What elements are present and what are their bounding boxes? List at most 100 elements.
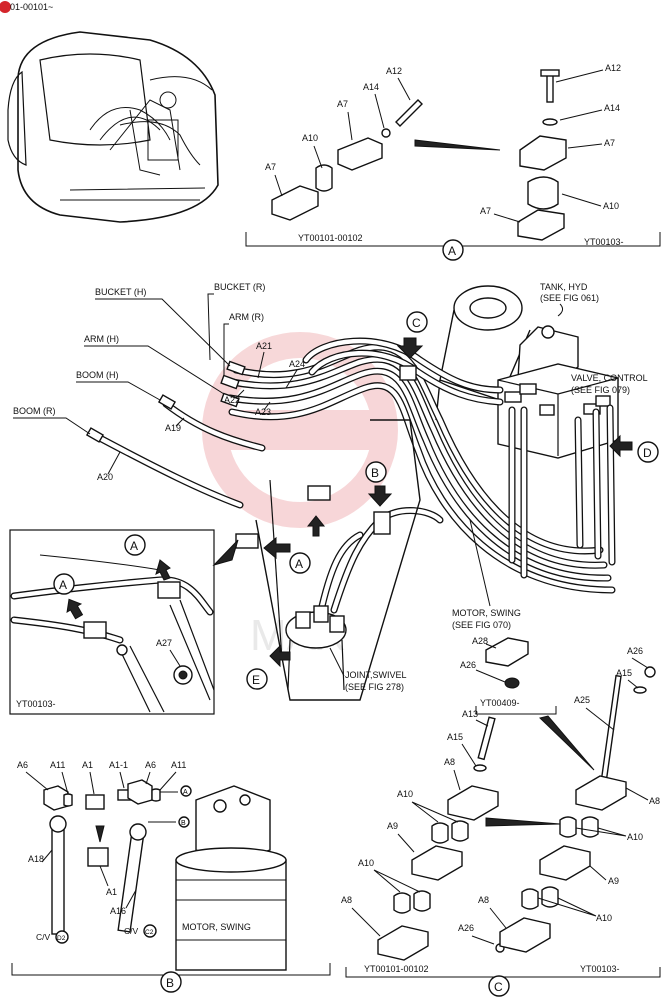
small-inset-label-a28: A28 [472, 636, 488, 646]
swivel-joint [285, 605, 347, 691]
detail-b-arrow-b: B [181, 820, 186, 827]
inset-callout-a-circle-2 [53, 573, 75, 595]
hose-label-arm-r: ARM (R) [229, 312, 264, 322]
part-label-a19: A19 [165, 423, 181, 433]
detail-c-label-a26-right: A26 [627, 646, 643, 656]
control-valve [497, 363, 619, 459]
detail-c: C YT00101-00102 YT00103- A13 A15 A8 A10 … [341, 646, 661, 997]
main-assembly: TANK, HYD (SEE FIG 061) VALVE, CONTROL (… [13, 282, 659, 701]
header-badge-icon [0, 1, 11, 13]
detail-a: A YT00101-00102 YT00103- A12 A14 A7 A10 … [245, 63, 661, 261]
detail-b-swing-motor [175, 785, 287, 971]
swivel-label-line2: (SEE FIG 278) [345, 682, 404, 692]
inset-serial: YT00103- [16, 699, 56, 709]
detail-a-label-a10-right: A10 [603, 201, 619, 211]
detail-b-motor-label: MOTOR, SWING [182, 922, 251, 932]
part-label-a24: A24 [289, 359, 305, 369]
detail-b-label-a11: A11 [50, 760, 65, 770]
detail-b-label-a16: A16 [110, 906, 126, 916]
hose-label-arm-h: ARM (H) [84, 334, 119, 344]
callout-d: D [643, 446, 652, 460]
detail-a-left-clamp [271, 99, 423, 221]
part-label-a20: A20 [97, 472, 113, 482]
small-inset-label-a26: A26 [460, 660, 476, 670]
tank-label-line1: TANK, HYD [540, 282, 588, 292]
callout-c-circle [406, 311, 428, 333]
detail-c-label-a15-right: A15 [616, 668, 632, 678]
detail-b-label-a1-1: A1-1 [109, 760, 128, 770]
swivel-label-line1: JOINT,SWIVEL [345, 670, 407, 680]
small-inset: A28 A26 YT00409- [460, 636, 557, 715]
detail-b-cv-right: C/V [124, 926, 139, 936]
callout-b: B [371, 466, 379, 480]
swing-motor-label-line1: MOTOR, SWING [452, 608, 521, 618]
tank-label-line2: (SEE FIG 061) [540, 293, 599, 303]
machine-overview [7, 31, 219, 223]
detail-a-letter-circle [442, 239, 464, 261]
detail-c-label-a8: A8 [444, 757, 455, 767]
detail-b-arrow-a: A [183, 789, 188, 796]
detail-c-label-a10-right: A10 [627, 832, 643, 842]
hose-fittings [85, 360, 246, 443]
hose-label-bucket-r: BUCKET (R) [214, 282, 265, 292]
header-code: 01-00101~ [10, 2, 53, 12]
detail-b-label-a6: A6 [17, 760, 28, 770]
detail-c-label-a15: A15 [447, 732, 463, 742]
callout-e-circle [246, 668, 268, 690]
detail-a-right-clamp [517, 69, 567, 241]
inset-callout-a-2: A [59, 578, 67, 592]
part-label-a23: A23 [255, 407, 271, 417]
detail-b-cv-right-code: C2 [145, 929, 154, 936]
detail-a-label-a7: A7 [337, 99, 348, 109]
callout-a: A [295, 557, 303, 571]
detail-c-letter: C [494, 980, 503, 994]
detail-c-left-stack [377, 716, 499, 961]
inset-detail: A A A27 YT00103- [9, 529, 239, 715]
part-label-a22: A22 [224, 395, 240, 405]
callout-e: E [252, 673, 260, 687]
detail-c-label-a26: A26 [458, 923, 474, 933]
detail-c-label-a10: A10 [397, 789, 413, 799]
detail-a-label-a12-right: A12 [605, 63, 621, 73]
detail-c-right-serial: YT00103- [580, 964, 620, 974]
inset-label-a27: A27 [156, 638, 172, 648]
detail-b-letter-circle [160, 971, 182, 993]
detail-b-cv-left: C/V [36, 932, 51, 942]
detail-b-label-a1-lower: A1 [106, 887, 117, 897]
detail-a-letter: A [448, 244, 456, 258]
detail-a-label-a7b: A7 [265, 162, 276, 172]
detail-b-label-a1: A1 [82, 760, 93, 770]
callout-c: C [412, 316, 421, 330]
detail-b-label-a6-right: A6 [145, 760, 156, 770]
detail-b-cv-left-code: D2 [57, 935, 66, 942]
detail-c-label-a13: A13 [462, 709, 478, 719]
detail-c-label-a8-lower: A8 [341, 895, 352, 905]
detail-c-label-a9-right: A9 [608, 876, 619, 886]
detail-b-letter: B [166, 976, 174, 990]
detail-c-label-a8-right: A8 [649, 796, 660, 806]
detail-a-label-a10: A10 [302, 133, 318, 143]
part-label-a21: A21 [256, 341, 272, 351]
detail-a-label-a12: A12 [386, 66, 402, 76]
detail-c-label-a9: A9 [387, 821, 398, 831]
detail-b-label-a18: A18 [28, 854, 44, 864]
detail-c-left-serial: YT00101-00102 [364, 964, 429, 974]
detail-a-label-a7-right: A7 [604, 138, 615, 148]
swing-motor-label-line2: (SEE FIG 070) [452, 620, 511, 630]
hose-label-boom-r: BOOM (R) [13, 406, 56, 416]
callout-a-circle [289, 552, 311, 574]
detail-c-label-a10-lower: A10 [358, 858, 374, 868]
detail-a-label-a14: A14 [363, 82, 379, 92]
detail-a-label-a14-right: A14 [604, 103, 620, 113]
callout-d-circle [637, 441, 659, 463]
hose-label-bucket-h: BUCKET (H) [95, 287, 146, 297]
detail-c-letter-circle [488, 975, 510, 997]
callout-b-circle [365, 461, 387, 483]
detail-a-label-a7-right-b: A7 [480, 206, 491, 216]
detail-a-right-serial: YT00103- [584, 237, 624, 247]
small-inset-serial: YT00409- [480, 698, 520, 708]
hose-label-boom-h: BOOM (H) [76, 370, 119, 380]
callout-arrows [263, 337, 633, 668]
valve-label-line1: VALVE, CONTROL [571, 373, 648, 383]
